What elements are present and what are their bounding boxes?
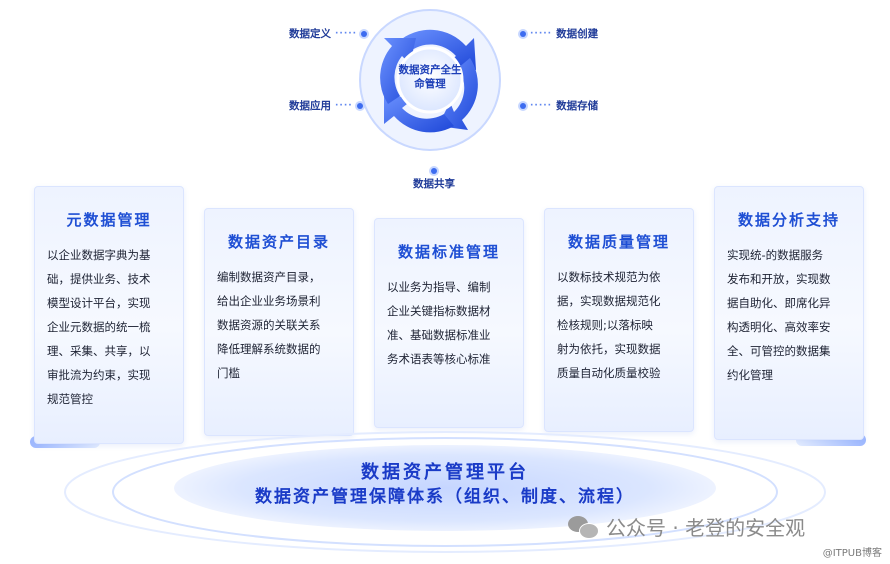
pin-dot-icon [356, 102, 363, 109]
wechat-watermark: 公众号 · 老登的安全观 [568, 512, 805, 541]
panel-title: 数据质量管理 [567, 233, 670, 251]
connector-dots: ····· [530, 100, 553, 111]
panel-description: 以企业数据字典为基 础，提供业务、技术 模型设计平台，实现 企业元数据的统一梳 … [47, 248, 151, 406]
panel-title: 数据资产目录 [227, 233, 330, 251]
panel-analysis: 数据分析支持 实现统-的数据服务 发布和开放，实现数 据自助化、即席化异 构透明… [714, 186, 864, 440]
cycle-label-apply: 数据应用 ···· [289, 98, 363, 113]
platform-title: 数据资产管理平台 [361, 462, 529, 483]
panel-asset-catalog: 数据资产目录 编制数据资产目录， 给出企业业务场景利 数据资源的关联关系 降低理… [204, 208, 354, 436]
source-credit: @ITPUB博客 [822, 548, 882, 559]
panel-description: 以数标技术规范为依 据，实现数据规范化 检核规则;以落标映 射为依托，实现数据 … [557, 270, 661, 380]
panel-description: 编制数据资产目录， 给出企业业务场景利 数据资源的关联关系 降低理解系统数据的 … [217, 270, 321, 380]
platform-subtitle: 数据资产管理保障体系（组织、制度、流程） [255, 487, 635, 507]
cycle-label-define: 数据定义 ····· [289, 26, 368, 41]
panel-metadata: 元数据管理 以企业数据字典为基 础，提供业务、技术 模型设计平台，实现 企业元数… [34, 186, 184, 444]
lifecycle-cycle: 数据资产全生 命管理 [358, 8, 502, 152]
panel-description: 以业务为指导、编制 企业关键指标数据材 准、基础数据标准业 务术语表等核心标准 [387, 280, 491, 366]
panel-title: 元数据管理 [66, 211, 152, 229]
panel-title: 数据标准管理 [397, 243, 500, 261]
cycle-label-share: 数据共享 [413, 168, 455, 191]
panel-title: 数据分析支持 [737, 211, 840, 229]
panel-description: 实现统-的数据服务 发布和开放，实现数 据自助化、即席化异 构透明化、高效率安 … [727, 248, 831, 382]
wechat-icon [568, 515, 599, 539]
cycle-arrows-icon [359, 9, 501, 151]
cycle-label-create: ····· 数据创建 [520, 26, 598, 41]
connector-dots: ···· [335, 100, 353, 111]
platform-base [64, 431, 826, 553]
cycle-label-store: ····· 数据存储 [520, 98, 598, 113]
panel-standards: 数据标准管理 以业务为指导、编制 企业关键指标数据材 准、基础数据标准业 务术语… [374, 218, 524, 428]
panel-quality: 数据质量管理 以数标技术规范为依 据，实现数据规范化 检核规则;以落标映 射为依… [544, 208, 694, 432]
cycle-center-label: 数据资产全生 命管理 [398, 64, 462, 90]
connector-dots: ····· [335, 28, 358, 39]
pin-dot-icon [361, 30, 368, 37]
pin-dot-icon [431, 168, 437, 174]
pin-dot-icon [520, 102, 526, 109]
pin-dot-icon [520, 30, 526, 37]
connector-dots: ····· [530, 28, 553, 39]
